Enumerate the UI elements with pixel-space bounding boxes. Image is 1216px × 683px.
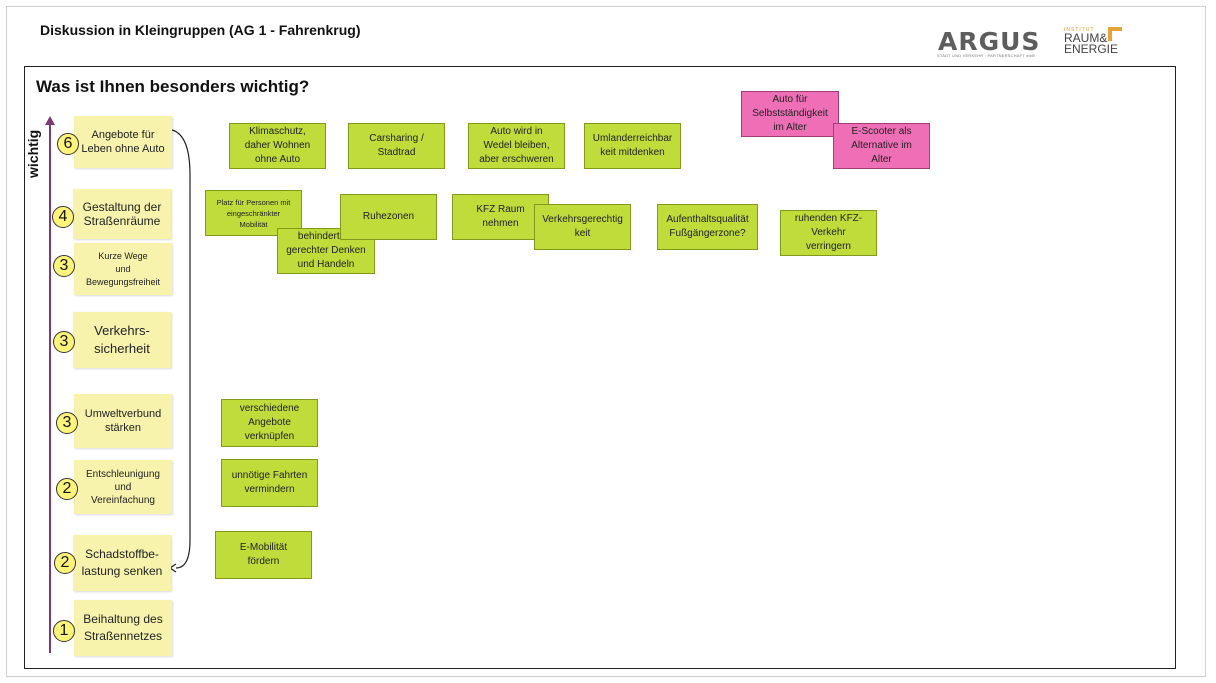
idea-note[interactable]: Platz für Personen mit eingeschränkter M… [205,190,302,236]
ranked-note[interactable]: Beihaltung des Straßennetzes [74,600,172,656]
rank-badge: 4 [52,206,74,228]
slide-title: Diskussion in Kleingruppen (AG 1 - Fahre… [40,22,361,38]
rank-badge: 3 [53,255,75,277]
idea-note[interactable]: Carsharing / Stadtrad [348,123,445,169]
idea-note[interactable]: Ruhezonen [340,194,437,240]
ranked-note[interactable]: Angebote für Leben ohne Auto [74,116,172,168]
argus-logo-subtitle: STADT UND VERKEHR · PARTNERSCHAFT mbB [937,53,1035,58]
idea-note[interactable]: E-Mobilität fördern [215,531,312,579]
slide-frame [6,6,1206,677]
idea-note-pink[interactable]: Auto für Selbstständigkeit im Alter [741,91,839,137]
raum-energie-logo-line2: ENERGIE [1064,42,1119,56]
importance-axis-line [49,123,51,653]
idea-note[interactable]: verschiedene Angebote verknüpfen [221,399,318,447]
raum-energie-logo: INSTITUT RAUM& ENERGIE [1064,27,1122,56]
argus-logo: ARGUS [938,27,1041,56]
idea-note[interactable]: KFZ Raum nehmen [452,194,549,240]
board-question: Was ist Ihnen besonders wichtig? [36,77,310,96]
idea-note[interactable]: Klimaschutz, daher Wohnen ohne Auto [229,123,326,169]
ranked-note[interactable]: Kurze Wege und Bewegungsfreiheit [74,243,172,295]
raum-energie-logo-line1: RAUM& [1064,31,1108,45]
idea-note[interactable]: Umlanderreichbar keit mitdenken [584,123,681,169]
idea-note[interactable]: ruhenden KFZ- Verkehr verringern [780,210,877,256]
rank-badge: 2 [56,478,78,500]
ranked-note[interactable]: Entschleunigung und Vereinfachung [74,460,172,514]
idea-note[interactable]: Verkehrsgerechtig keit [534,204,631,250]
arrow-up-icon [45,116,55,125]
idea-note[interactable]: Aufenthaltsqualität Fußgängerzone? [657,204,758,250]
idea-note[interactable]: Auto wird in Wedel bleiben, aber erschwe… [468,123,565,169]
rank-badge: 3 [56,412,78,434]
ranked-note[interactable]: Gestaltung der Straßenräume [73,189,171,239]
whiteboard [24,66,1176,669]
rank-badge: 3 [53,331,75,353]
raum-energie-logo-small: INSTITUT [1064,27,1095,33]
idea-note[interactable]: unnötige Fahrten vermindern [221,459,318,507]
raum-energie-mark-icon [1108,27,1122,41]
rank-badge: 6 [57,133,79,155]
ranked-note[interactable]: Schadstoffbe- lastung senken [73,535,171,591]
rank-badge: 1 [53,620,75,642]
idea-note-pink[interactable]: E-Scooter als Alternative im Alter [833,123,930,169]
rank-badge: 2 [54,552,76,574]
ranked-note[interactable]: Umweltverbund stärken [74,394,172,448]
ranked-note[interactable]: Verkehrs- sicherheit [73,312,171,368]
